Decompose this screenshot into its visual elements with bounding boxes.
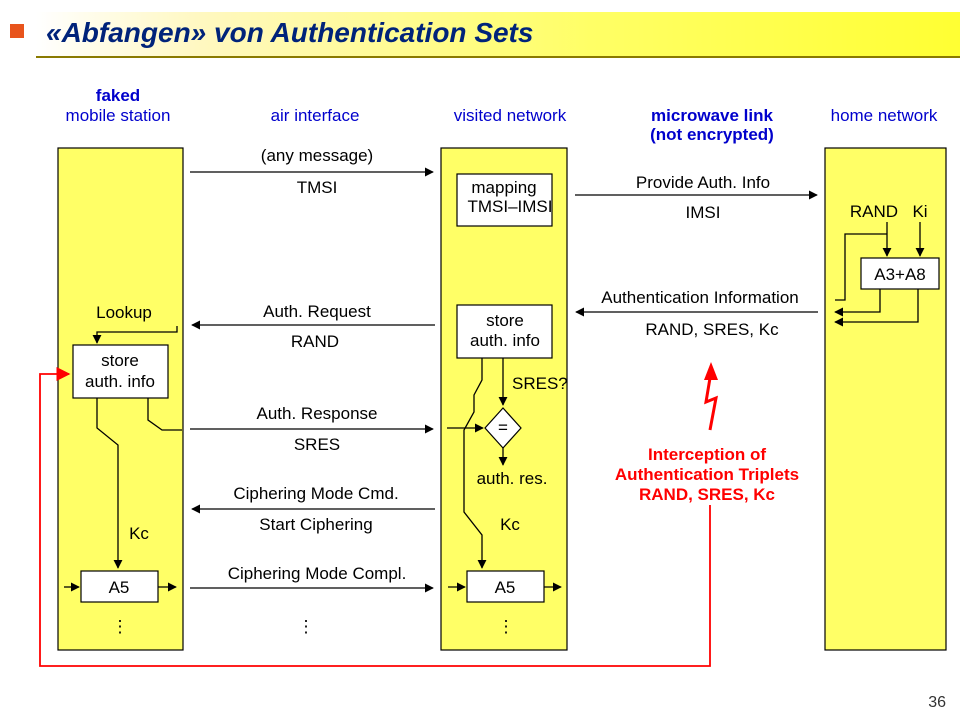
- vn-a5-label: A5: [495, 578, 516, 597]
- slide-title: «Abfangen» von Authentication Sets: [46, 17, 534, 48]
- hn-algo-label: A3+A8: [874, 265, 926, 284]
- air-msg-3-top: Auth. Response: [257, 404, 378, 423]
- column-home-network: [824, 147, 947, 651]
- ms-sres-line: [147, 398, 182, 431]
- hn-rand-label: RAND: [850, 202, 898, 221]
- title-bullet-icon: [10, 24, 24, 38]
- vn-auth-res-label: auth. res.: [477, 469, 548, 488]
- air-msg-2-bottom: RAND: [291, 332, 339, 351]
- ms-ellipsis: ⋮: [112, 617, 129, 636]
- header-microwave-link-line2: (not encrypted): [650, 125, 774, 144]
- vn-mapping-line1: mapping: [471, 178, 536, 197]
- vn-ellipsis: ⋮: [498, 617, 515, 636]
- air-msg-3-bottom: SRES: [294, 435, 340, 454]
- air-msg-4-top: Ciphering Mode Cmd.: [233, 484, 398, 503]
- hn-sres-arrow: [834, 289, 881, 317]
- air-ellipsis: ⋮: [298, 617, 315, 636]
- header-mobile-station-line1: faked: [96, 86, 140, 105]
- ms-store-box: [72, 344, 169, 399]
- vn-store-box: [456, 304, 553, 359]
- page-number: 36: [928, 694, 946, 711]
- hn-ki-label: Ki: [912, 202, 927, 221]
- vn-kc-label: Kc: [500, 515, 520, 534]
- hn-algo-box: [860, 257, 940, 290]
- ms-kc-label: Kc: [129, 524, 149, 543]
- title-rule: [36, 56, 960, 58]
- air-msg-5-top: Ciphering Mode Compl.: [228, 564, 407, 583]
- vn-store-line1: store: [486, 311, 524, 330]
- air-msg-1-top: (any message): [261, 146, 373, 165]
- vn-sres-question: SRES?: [512, 374, 568, 393]
- interception-lightning-icon: [704, 371, 718, 431]
- vn-kc-line: [463, 358, 487, 569]
- hn-rand-bypass-line: [835, 233, 887, 301]
- vn-mapping-line2: TMSI–IMSI: [467, 197, 552, 216]
- ms-a5-box: [80, 570, 159, 603]
- link-msg-1-top: Provide Auth. Info: [636, 173, 770, 192]
- link-msg-2-top: Authentication Information: [601, 288, 799, 307]
- title-bar: «Abfangen» von Authentication Sets: [0, 0, 960, 58]
- vn-compare-label: =: [498, 418, 508, 437]
- interception-feedback-arrow: [39, 367, 711, 667]
- ms-store-line1: store: [101, 351, 139, 370]
- ms-lookup-arrow: [92, 326, 178, 344]
- title-band: [36, 12, 960, 56]
- interception-line3: RAND, SRES, Kc: [639, 485, 775, 504]
- header-visited-network: visited network: [454, 106, 567, 125]
- hn-kc-arrow: [834, 289, 919, 327]
- interception-line2: Authentication Triplets: [615, 465, 799, 484]
- ms-lookup-label: Lookup: [96, 303, 152, 322]
- interception-lightning-tip-icon: [704, 362, 718, 380]
- header-home-network: home network: [831, 106, 938, 125]
- link-msg-1-bottom: IMSI: [686, 203, 721, 222]
- vn-mapping-box: [456, 173, 553, 227]
- air-msg-4-bottom: Start Ciphering: [259, 515, 372, 534]
- header-air-interface: air interface: [271, 106, 360, 125]
- ms-kc-line: [96, 398, 123, 569]
- vn-store-line2: auth. info: [470, 331, 540, 350]
- air-msg-1-bottom: TMSI: [297, 178, 338, 197]
- ms-a5-label: A5: [109, 578, 130, 597]
- header-microwave-link-line1: microwave link: [651, 106, 773, 125]
- header-mobile-station-line2: mobile station: [66, 106, 171, 125]
- interception-line1: Interception of: [648, 445, 766, 464]
- link-msg-2-bottom: RAND, SRES, Kc: [645, 320, 779, 339]
- ms-store-line2: auth. info: [85, 372, 155, 391]
- air-msg-2-top: Auth. Request: [263, 302, 371, 321]
